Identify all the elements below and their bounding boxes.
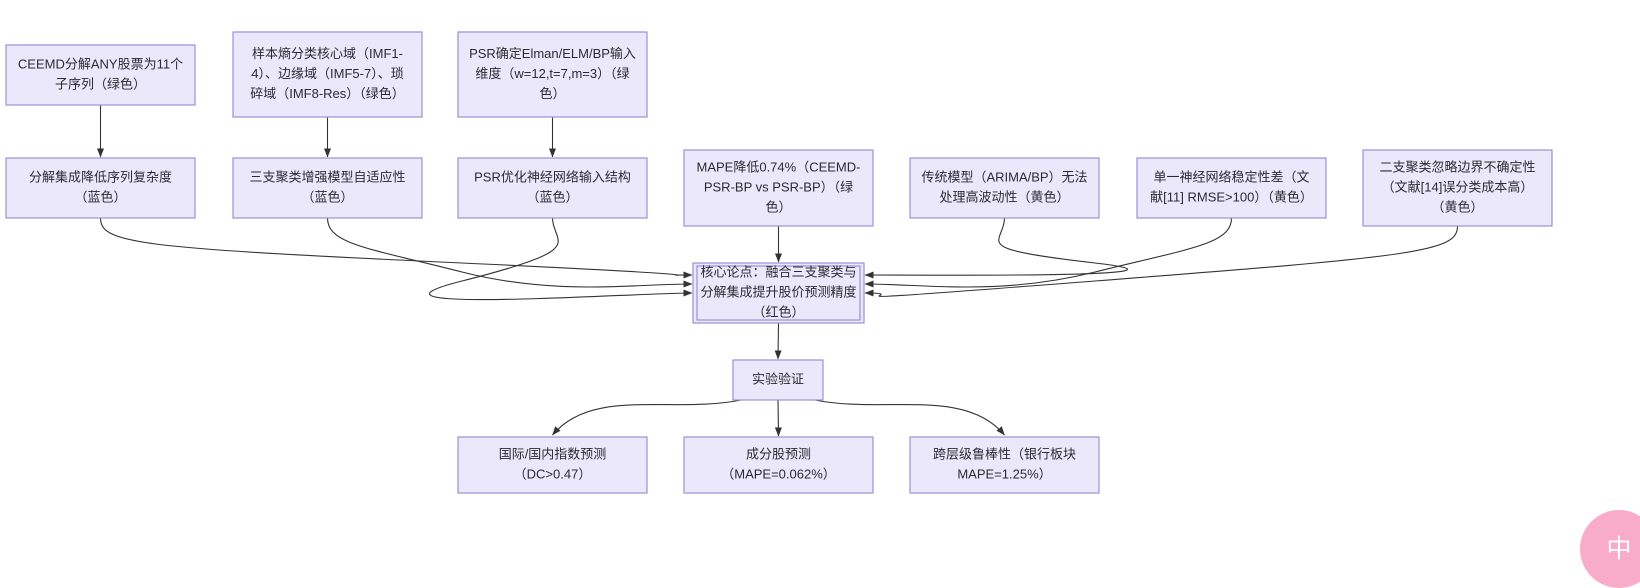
node-label-line: 4）、边缘域（IMF5-7）、琐 — [251, 66, 403, 81]
node-label-line: MAPE降低0.74%（CEEMD- — [697, 159, 861, 174]
node-label-line: 分解集成提升股价预测精度 — [700, 284, 856, 299]
node-box — [5, 157, 196, 219]
flow-edge-verify-to-r1 — [552, 399, 742, 436]
node-box — [232, 31, 423, 118]
node-label-line: 二支聚类忽略边界不确定性 — [1379, 159, 1535, 174]
flow-edge-n5-to-core — [326, 217, 693, 288]
flow-edge-verify-to-r2 — [774, 399, 782, 437]
node-label-line: 维度（w=12,t=7,m=3）（绿 — [475, 66, 629, 81]
flow-edge-n4-to-core — [99, 217, 693, 279]
flow-node-n4[interactable]: 分解集成降低序列复杂度 （蓝色） — [5, 157, 196, 219]
node-box — [5, 44, 196, 106]
node-label-line: 传统模型（ARIMA/BP）无法 — [921, 169, 1087, 184]
node-label-line: 子序列（绿色） — [55, 76, 146, 91]
watermark-label: 中 — [1606, 534, 1632, 563]
node-label-line: 色） — [539, 86, 565, 101]
node-label-line: （红色） — [752, 304, 804, 319]
node-label-line: CEEMD分解ANY股票为11个 — [18, 56, 183, 71]
node-label-line: 跨层级鲁棒性（银行板块 — [933, 446, 1076, 461]
edge-layer — [97, 105, 1459, 437]
flow-edge-n10-to-core — [864, 225, 1459, 297]
node-label-line: 单一神经网络稳定性差（文 — [1153, 169, 1309, 184]
flow-edge-n8-to-core — [864, 217, 1129, 279]
node-box — [232, 157, 423, 219]
node-label-line: 样本熵分类核心域（IMF1- — [252, 46, 403, 61]
flow-node-n9[interactable]: 单一神经网络稳定性差（文献[11] RMSE>100）（黄色） — [1136, 157, 1327, 219]
node-box — [692, 262, 865, 324]
node-box — [457, 436, 648, 494]
node-label-line: 国际/国内指数预测 — [499, 446, 607, 461]
flow-edge-core-to-verify — [774, 322, 782, 360]
node-box — [457, 157, 648, 219]
node-box — [1136, 157, 1327, 219]
flow-node-n5[interactable]: 三支聚类增强模型自适应性 （蓝色） — [232, 157, 423, 219]
node-label-line: 分解集成降低序列复杂度 — [29, 169, 172, 184]
node-label-line: （蓝色） — [301, 189, 353, 204]
node-label-line: 成分股预测 — [746, 446, 811, 461]
node-label-line: PSR-BP vs PSR-BP）（绿 — [704, 179, 853, 194]
node-box — [909, 436, 1100, 494]
node-box — [457, 31, 648, 118]
node-label-line: 色） — [765, 199, 791, 214]
node-label-line: MAPE=1.25%） — [957, 466, 1051, 481]
flow-node-n10[interactable]: 二支聚类忽略边界不确定性 （文献[14]误分类成本高） （黄色） — [1362, 149, 1553, 227]
node-label-line: （蓝色） — [74, 189, 126, 204]
flow-node-r1[interactable]: 国际/国内指数预测 （DC>0.47） — [457, 436, 648, 494]
node-label-line: 献[11] RMSE>100）（黄色） — [1150, 189, 1313, 204]
node-label-line: （蓝色） — [526, 189, 578, 204]
node-label-line: PSR确定Elman/ELM/BP输入 — [469, 46, 636, 61]
node-box — [909, 157, 1100, 219]
node-box-emphasis-inner — [696, 265, 861, 321]
flow-node-verify[interactable]: 实验验证 — [732, 359, 824, 401]
node-label-line: 处理高波动性（黄色） — [939, 189, 1069, 204]
flow-edge-n6-to-core — [428, 217, 693, 301]
node-label-line: （MAPE=0.062%） — [721, 466, 836, 481]
node-box — [732, 359, 824, 401]
node-label-line: （文献[14]误分类成本高） — [1382, 179, 1534, 194]
flow-node-n2[interactable]: 样本熵分类核心域（IMF1- 4）、边缘域（IMF5-7）、琐碎域（IMF8-Re… — [232, 31, 423, 118]
flow-node-r3[interactable]: 跨层级鲁棒性（银行板块 MAPE=1.25%） — [909, 436, 1100, 494]
flow-node-n7[interactable]: MAPE降低0.74%（CEEMD- PSR-BP vs PSR-BP）（绿色） — [683, 149, 874, 227]
node-box — [683, 149, 874, 227]
node-label-line: （DC>0.47） — [514, 466, 592, 481]
node-label-line: （黄色） — [1431, 199, 1483, 214]
flow-node-r2[interactable]: 成分股预测 （MAPE=0.062%） — [683, 436, 874, 494]
node-label-line: PSR优化神经网络输入结构 — [474, 169, 631, 184]
node-box — [1362, 149, 1553, 227]
node-label-line: 核心论点：融合三支聚类与 — [700, 264, 856, 279]
node-label-line: 实验验证 — [752, 371, 804, 386]
node-label-line: 碎域（IMF8-Res）（绿色） — [250, 86, 405, 101]
node-box — [683, 436, 874, 494]
node-label-line: 三支聚类增强模型自适应性 — [249, 169, 405, 184]
flow-edge-n9-to-core — [864, 217, 1233, 288]
flow-edge-verify-to-r3 — [814, 399, 1005, 436]
flow-node-n6[interactable]: PSR优化神经网络输入结构 （蓝色） — [457, 157, 648, 219]
